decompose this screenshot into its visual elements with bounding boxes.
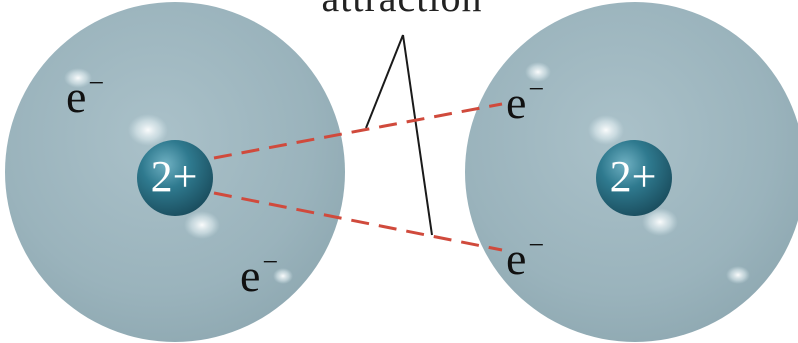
highlight-spot: [64, 68, 92, 88]
electron-charge: −: [528, 230, 545, 261]
highlight-spot: [525, 62, 551, 82]
pointer-line-lower: [402, 34, 433, 236]
highlight-spot: [128, 114, 168, 146]
electron-symbol: e: [506, 77, 527, 128]
electron-charge: −: [262, 247, 279, 278]
nucleus-right: [596, 140, 672, 216]
attraction-caption: attraction: [282, 0, 522, 18]
highlight-spot: [642, 208, 678, 236]
electron-symbol: e: [66, 71, 87, 122]
highlight-spot: [184, 211, 220, 239]
nucleus-left: [137, 140, 213, 216]
electron-label: e−: [506, 76, 544, 128]
electron-symbol: e: [506, 233, 527, 284]
electron-label: e−: [506, 232, 544, 284]
nucleus-label-right: 2+: [609, 152, 657, 201]
electron-label: e−: [240, 249, 278, 301]
attraction-line-upper: [213, 102, 503, 160]
attraction-line-lower: [213, 191, 503, 252]
highlight-spot: [726, 266, 750, 284]
highlight-spot: [273, 268, 293, 284]
electron-label: e−: [66, 70, 104, 122]
nucleus-label-left: 2+: [150, 152, 198, 201]
electron-charge: −: [88, 68, 105, 99]
pointer-line-upper: [365, 34, 404, 129]
electron-symbol: e: [240, 250, 261, 301]
electron-charge: −: [528, 74, 545, 105]
highlight-spot: [588, 115, 624, 145]
